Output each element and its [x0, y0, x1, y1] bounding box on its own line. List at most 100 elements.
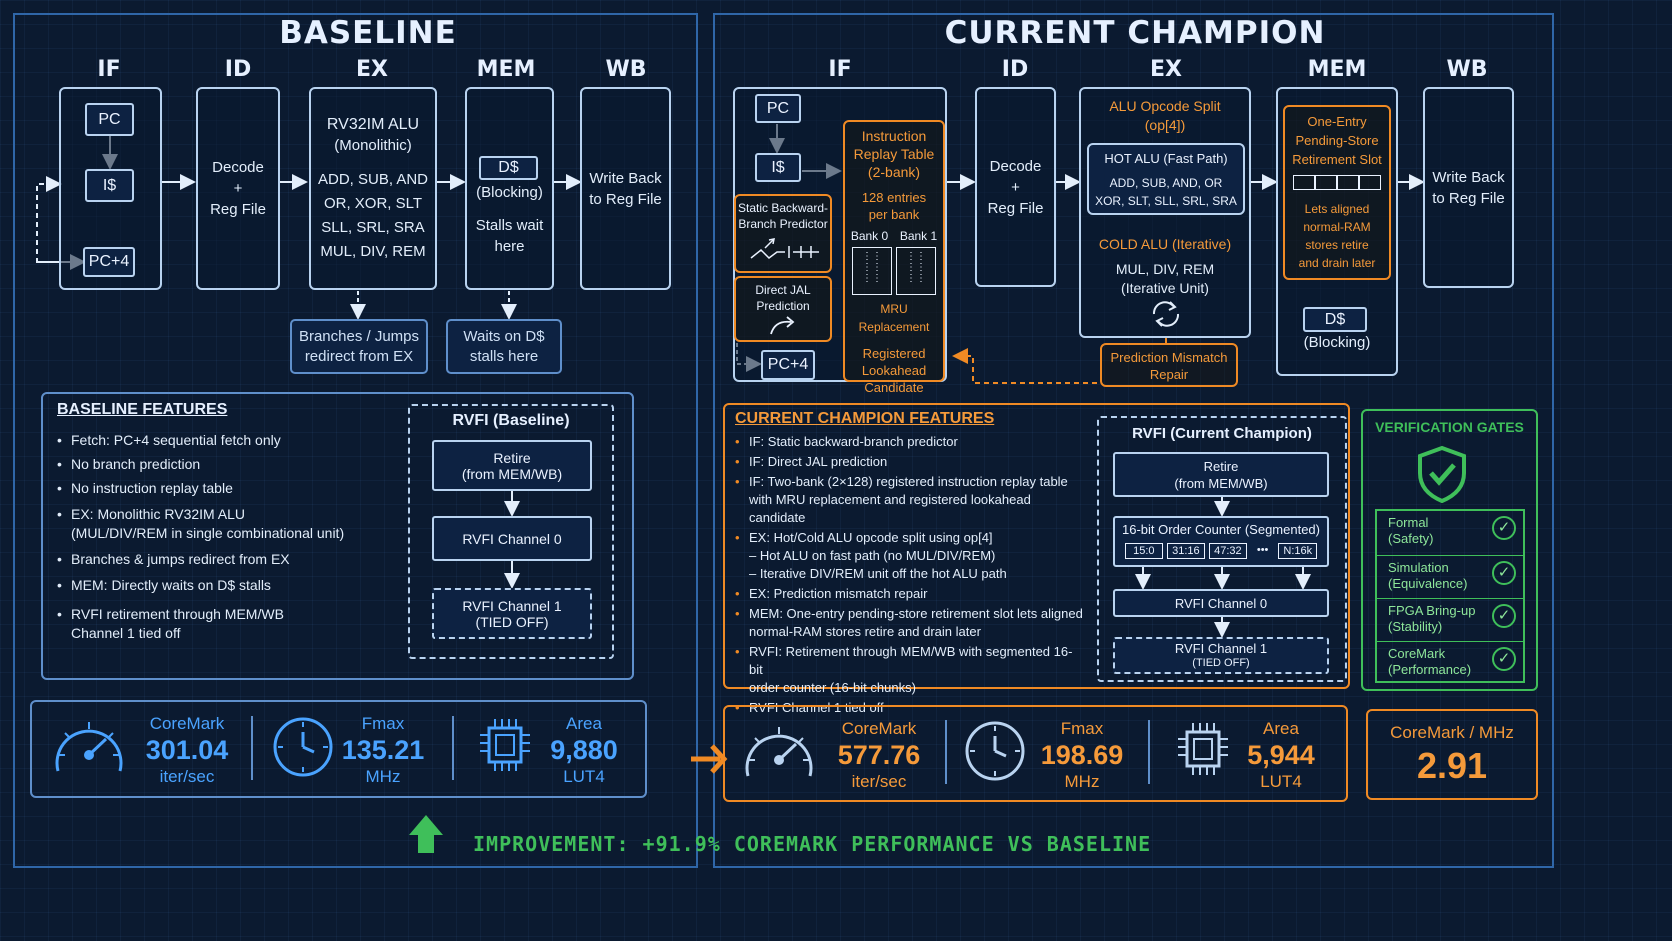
store-slot-cells: [1285, 175, 1389, 190]
feature-item: RVFI retirement through MEM/WB Channel 1…: [57, 605, 397, 643]
baseline-fmax-label: Fmax: [361, 714, 405, 733]
gate-label: Formal(Safety): [1388, 515, 1434, 547]
text-line: to Reg File: [1432, 189, 1505, 207]
text-line: Repair: [1149, 367, 1189, 382]
text-line: Prediction Mismatch: [1110, 350, 1228, 365]
champion-stage-mem: MEM: [1307, 57, 1367, 82]
champion-rvfi-title: RVFI (Current Champion): [1132, 425, 1312, 442]
feature-item: No branch prediction: [57, 456, 397, 480]
champion-metrics-panel: [723, 705, 1348, 802]
text-line: Candidate: [864, 380, 924, 395]
baseline-area-label: Area: [566, 714, 602, 733]
baseline-panel: [13, 13, 698, 868]
text-line: ALU Opcode Split: [1109, 98, 1221, 114]
divider: [1148, 720, 1150, 784]
text-line: 16-bit Order Counter (Segmented): [1122, 522, 1320, 537]
baseline-icache: I$: [85, 169, 134, 202]
champion-rvfi-retire: Retire (from MEM/WB): [1113, 452, 1329, 497]
text-line: Stalls wait: [475, 217, 544, 234]
shield-check-icon: [1418, 445, 1466, 503]
champion-area-label: Area: [1263, 719, 1299, 738]
baseline-fmax-unit: MHz: [365, 767, 401, 786]
baseline-waits-note: Waits on D$ stalls here: [446, 319, 562, 374]
text-line: (TIED OFF): [1192, 656, 1250, 669]
baseline-coremark-label: CoreMark: [149, 714, 225, 733]
chip-icon: [480, 719, 530, 771]
champion-area-value: 5,944: [1247, 740, 1315, 770]
check-circle-icon: ✓: [1492, 516, 1516, 540]
champion-coremark-unit: iter/sec: [851, 772, 907, 791]
text-line: Decode: [212, 159, 264, 176]
coremark-per-mhz-panel: [1366, 709, 1538, 800]
gate-coremark: CoreMark(Performance) ✓: [1377, 641, 1523, 682]
counter-segments: 15:0 31:16 47:32 ••• N:16k: [1124, 543, 1318, 559]
verification-gates-panel: [1361, 409, 1538, 691]
baseline-fmax-value: 135.21: [341, 735, 425, 765]
champion-pc4: PC+4: [761, 350, 815, 380]
text-line: COLD ALU (Iterative): [1098, 236, 1232, 252]
text-line: (Stability): [1388, 619, 1443, 634]
champion-stage-id: ID: [1001, 57, 1029, 82]
counter-segment: •••: [1256, 544, 1269, 556]
divider: [945, 720, 947, 784]
counter-segment: 15:0: [1124, 543, 1163, 559]
bank0-grid: ⋮⋮⋮⋮⋮⋮: [852, 247, 892, 295]
champion-features-title: CURRENT CHAMPION FEATURES: [735, 410, 995, 427]
clock-icon: [965, 721, 1025, 781]
text-line: normal-RAM: [1303, 220, 1371, 234]
clock-icon: [273, 717, 333, 777]
jump-arrow-icon: [770, 316, 795, 335]
counter-segment: 31:16: [1166, 543, 1205, 559]
text-line: Static Backward-: [737, 201, 829, 215]
baseline-mem-box: [465, 87, 554, 290]
gate-label: Simulation(Equivalence): [1388, 560, 1468, 592]
direct-jal-prediction: Direct JAL Prediction: [734, 276, 832, 342]
text-line: stores retire: [1305, 238, 1369, 252]
baseline-features-list: Fetch: PC+4 sequential fetch only No bra…: [57, 432, 397, 643]
gate-fpga: FPGA Bring-up(Stability) ✓: [1377, 598, 1523, 639]
text-line: (from MEM/WB): [461, 465, 563, 482]
text-line: Prediction: [756, 299, 810, 313]
chip-icon: [1178, 723, 1228, 775]
text-line: (op[4]): [1144, 117, 1186, 133]
text-line: (Safety): [1388, 531, 1434, 546]
text-line: Instruction: [861, 128, 927, 144]
text-line: SLL, SRL, SRA: [321, 218, 425, 236]
text-line: Direct JAL: [755, 283, 811, 297]
slot-cell: [1315, 175, 1337, 190]
feature-item: RVFI Channel 1 tied off: [735, 699, 1085, 717]
text-line: ADD, SUB, AND, OR: [1109, 176, 1223, 190]
feature-item: RVFI: Retirement through MEM/WB with seg…: [735, 643, 1085, 697]
gate-label: FPGA Bring-up(Stability): [1388, 603, 1475, 635]
champion-coremark-value: 577.76: [837, 740, 921, 770]
baseline-stage-id: ID: [224, 57, 252, 82]
divider: [452, 716, 454, 780]
champion-fmax-value: 198.69: [1040, 740, 1124, 770]
text-line: (Equivalence): [1388, 576, 1468, 591]
gauge-icon: [745, 727, 813, 777]
feature-item: EX: Hot/Cold ALU opcode split using op[4…: [735, 529, 1085, 583]
text-line: FPGA Bring-up: [1388, 603, 1476, 618]
gate-formal: Formal(Safety) ✓: [1377, 511, 1523, 552]
feature-item: MEM: Directly waits on D$ stalls: [57, 577, 397, 605]
hot-alu-box: HOT ALU (Fast Path) ADD, SUB, AND, OR XO…: [1087, 143, 1245, 215]
feature-item: EX: Monolithic RV32IM ALU (MUL/DIV/REM i…: [57, 505, 397, 551]
slot-cell: [1359, 175, 1381, 190]
counter-segment: 47:32: [1208, 543, 1247, 559]
bank1-label: Bank 1: [899, 229, 938, 243]
baseline-area-value: 9,880: [550, 735, 618, 765]
baseline-pc4: PC+4: [83, 247, 135, 277]
baseline-stage-wb: WB: [605, 57, 647, 82]
pending-store-slot: One-Entry Pending-Store Retirement Slot …: [1283, 105, 1391, 280]
baseline-features-title: BASELINE FEATURES: [57, 401, 228, 418]
champion-icache: I$: [755, 153, 801, 182]
baseline-rvfi-group: [408, 404, 614, 659]
text-line: ADD, SUB, AND: [317, 170, 429, 188]
slot-cell: [1337, 175, 1359, 190]
text-line: redirect from EX: [304, 347, 414, 365]
champion-dcache: D$: [1303, 307, 1367, 332]
text-line: One-Entry: [1307, 114, 1367, 129]
text-line: +: [1011, 178, 1020, 196]
baseline-coremark-value: 301.04: [145, 735, 229, 765]
baseline-id-box: Decode + Reg File: [196, 87, 280, 290]
